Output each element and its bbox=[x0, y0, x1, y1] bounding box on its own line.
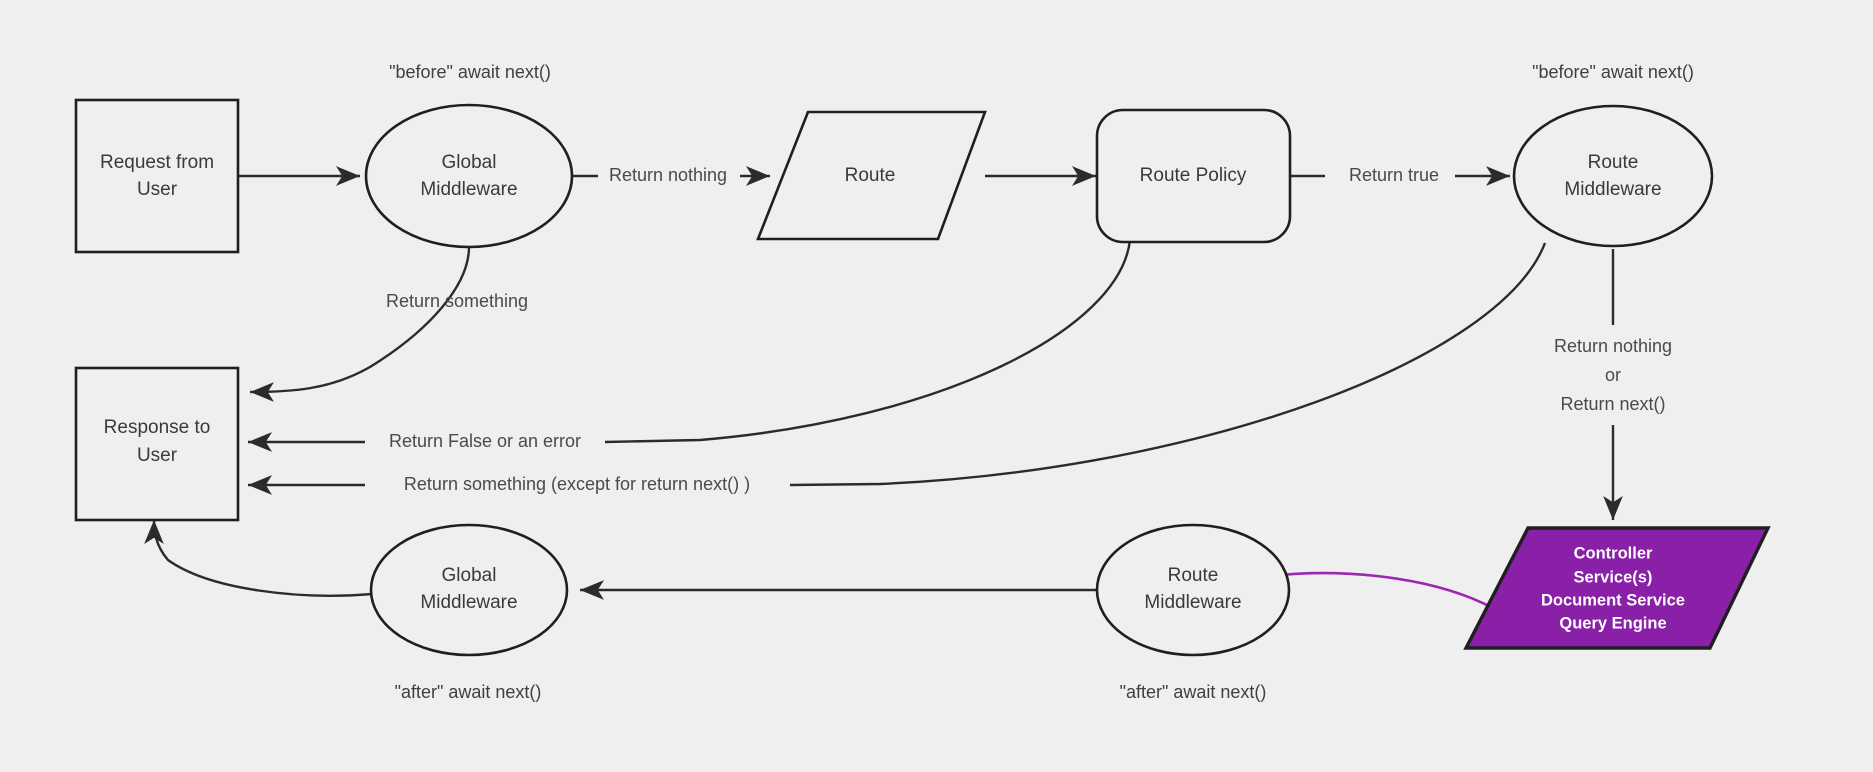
node-global-middleware-top[interactable]: Global Middleware bbox=[364, 103, 574, 249]
edge-label-return-false-or-error: Return False or an error bbox=[389, 431, 581, 451]
node-controller-line1: Controller bbox=[1574, 544, 1653, 562]
node-global-middleware-bottom[interactable]: Global Middleware bbox=[369, 523, 569, 657]
node-route-middleware-bottom-line1: Route bbox=[1168, 565, 1219, 586]
node-response-to-user[interactable]: Response to User bbox=[74, 366, 240, 522]
node-response-to-user-line1: Response to bbox=[104, 417, 211, 438]
edge-global-middleware-to-response bbox=[249, 246, 471, 402]
node-route-policy[interactable]: Route Policy bbox=[1095, 108, 1292, 244]
node-controller-line2: Service(s) bbox=[1574, 568, 1653, 586]
node-request-from-user-line1: Request from bbox=[100, 152, 214, 173]
node-controller-services[interactable]: Controller Service(s) Document Service Q… bbox=[1463, 526, 1771, 650]
node-request-from-user[interactable]: Request from User bbox=[74, 98, 240, 254]
node-route-middleware-top[interactable]: Route Middleware bbox=[1512, 104, 1714, 248]
edge-route-middleware-to-response bbox=[789, 242, 1547, 487]
node-route-middleware-bottom-line2: Middleware bbox=[1144, 592, 1241, 613]
node-response-to-user-line2: User bbox=[137, 445, 178, 466]
node-request-from-user-line2: User bbox=[137, 179, 178, 200]
node-global-middleware-top-line1: Global bbox=[442, 152, 497, 173]
edge-label-return-nothing: Return nothing bbox=[609, 165, 727, 185]
edge-route-policy-to-response bbox=[604, 239, 1132, 444]
edge-global-middleware-bottom-to-response bbox=[144, 519, 373, 597]
edge-label-return-something-except: Return something (except for return next… bbox=[404, 474, 750, 494]
node-route-middleware-top-line1: Route bbox=[1588, 152, 1639, 173]
node-route-middleware-top-line2: Middleware bbox=[1564, 179, 1661, 200]
annotation-before-await-next-right: "before" await next() bbox=[1532, 62, 1694, 82]
edge-label-return-true: Return true bbox=[1349, 165, 1439, 185]
annotation-after-await-next-left: "after" await next() bbox=[395, 682, 542, 702]
node-controller-line4: Query Engine bbox=[1559, 614, 1666, 632]
node-global-middleware-top-line2: Middleware bbox=[420, 179, 517, 200]
node-global-middleware-bottom-line1: Global bbox=[442, 565, 497, 586]
edge-label-return-nothing-or-next-line1: Return nothing bbox=[1554, 336, 1672, 356]
edge-label-return-something: Return something bbox=[386, 291, 528, 311]
node-controller-line3: Document Service bbox=[1541, 591, 1685, 609]
node-global-middleware-bottom-line2: Middleware bbox=[420, 592, 517, 613]
annotation-before-await-next-left: "before" await next() bbox=[389, 62, 551, 82]
edge-label-return-nothing-or-next-line2: or bbox=[1605, 365, 1621, 385]
node-route-label: Route bbox=[845, 165, 896, 186]
node-route[interactable]: Route bbox=[756, 110, 987, 241]
node-route-policy-label: Route Policy bbox=[1140, 165, 1247, 186]
edge-label-return-nothing-or-next-line3: Return next() bbox=[1560, 394, 1665, 414]
annotation-after-await-next-right: "after" await next() bbox=[1120, 682, 1267, 702]
node-route-middleware-bottom[interactable]: Route Middleware bbox=[1095, 523, 1291, 657]
